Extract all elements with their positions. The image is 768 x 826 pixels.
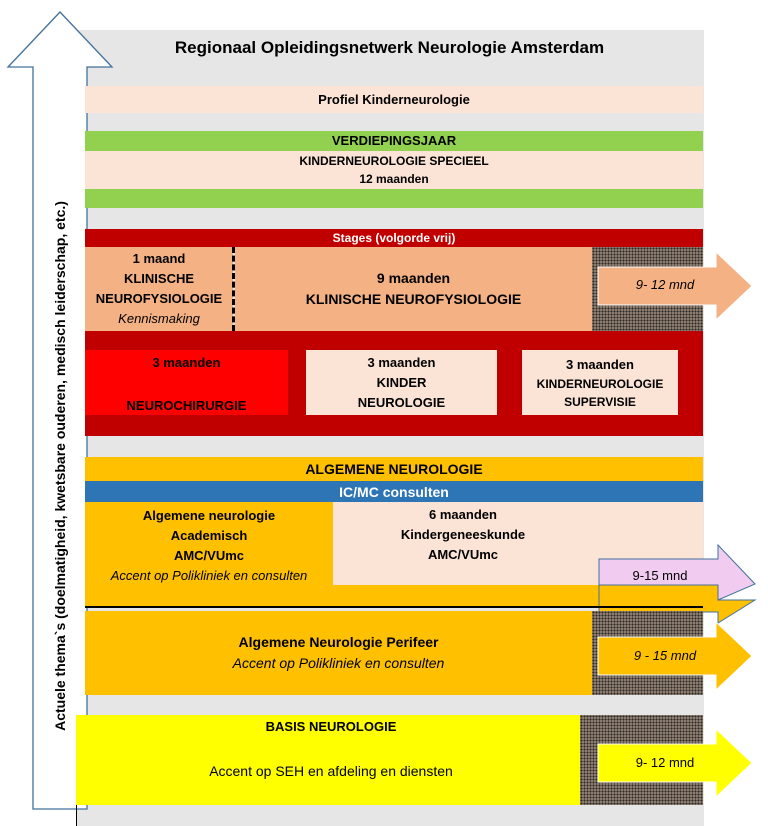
neurochirurgie-label: NEUROCHIRURGIE — [126, 398, 247, 413]
perifeer-line1: Algemene Neurologie Perifeer — [238, 634, 439, 650]
neurochirurgie-box: 3 maanden NEUROCHIRURGIE — [85, 350, 288, 415]
academisch-box: Algemene neurologie Academisch AMC/VUmc … — [85, 503, 333, 588]
basis-note: Accent op SEH en afdeling en diensten — [209, 762, 453, 779]
basis-arrow-icon — [597, 727, 753, 799]
stages-arrow-icon — [597, 250, 753, 322]
profile-band: Profiel Kinderneurologie — [85, 86, 703, 113]
verdiepingsjaar-line1: KINDERNEUROLOGIE SPECIEEL — [299, 154, 489, 168]
kindergeneeskunde-line1: Kindergeneeskunde — [400, 527, 526, 542]
verdiepingsjaar-line2: 12 maanden — [359, 172, 429, 186]
section-divider-line — [85, 606, 703, 608]
verdiepingsjaar-header: VERDIEPINGSJAAR — [85, 131, 703, 151]
perifeer-note: Accent op Polikliniek en consulten — [232, 655, 445, 671]
perifeer-arrow-label: 9 - 15 mnd — [633, 648, 697, 663]
page-title: Regionaal Opleidingsnetwerk Neurologie A… — [174, 38, 605, 57]
verdiepingsjaar-footer — [85, 189, 703, 208]
kindergeneeskunde-duration: 6 maanden — [429, 507, 497, 522]
verdiepingsjaar-box: KINDERNEUROLOGIE SPECIEEL 12 maanden — [85, 151, 703, 189]
klinische-long-duration: 9 maanden — [376, 270, 451, 286]
bottom-axis-line — [76, 805, 77, 826]
supervisie-box: 3 maanden KINDERNEUROLOGIE SUPERVISIE — [522, 350, 678, 415]
kinderneurologie-box: 3 maanden KINDER NEUROLOGIE — [306, 350, 497, 415]
algemene-arrow-label: 9-15 mnd — [632, 568, 688, 583]
academisch-line1: Algemene neurologie — [142, 507, 276, 523]
klinische-short-box: 1 maand KLINISCHE NEUROFYSIOLOGIE Kennis… — [85, 247, 233, 331]
klinische-short-line2: NEUROFYSIOLOGIE — [95, 291, 223, 306]
algemene-header: ALGEMENE NEUROLOGIE — [85, 457, 703, 481]
academisch-note: Accent op Polikliniek en consulten — [110, 567, 308, 583]
neurochirurgie-duration: 3 maanden — [152, 355, 221, 370]
left-arrow-icon — [6, 11, 114, 810]
supervisie-duration: 3 maanden — [566, 356, 634, 372]
klinische-short-line1: KLINISCHE — [123, 271, 195, 286]
supervisie-line2: SUPERVISIE — [564, 394, 636, 409]
stages-header: Stages (volgorde vrij) — [85, 229, 703, 247]
academisch-line3: AMC/VUmc — [173, 547, 245, 563]
kindergeneeskunde-text: 6 maanden Kindergeneeskunde AMC/VUmc — [333, 502, 593, 568]
klinische-short-duration: 1 maand — [132, 251, 186, 266]
kinderneurologie-line1: KINDER — [376, 374, 427, 390]
stages-arrow-label: 9- 12 mnd — [635, 277, 695, 292]
perifeer-text: Algemene Neurologie Perifeer Accent op P… — [85, 611, 592, 695]
consults-band: IC/MC consulten — [85, 481, 703, 502]
basis-arrow-label: 9- 12 mnd — [635, 755, 695, 770]
kinderneurologie-duration: 3 maanden — [367, 354, 436, 370]
dashed-divider — [232, 247, 235, 331]
basis-header: BASIS NEUROLOGIE — [265, 719, 397, 734]
klinische-long-line1: KLINISCHE NEUROFYSIOLOGIE — [305, 291, 522, 307]
kindergeneeskunde-line2: AMC/VUmc — [427, 547, 499, 562]
kinderneurologie-line2: NEUROLOGIE — [357, 394, 446, 410]
klinische-long-box: 9 maanden KLINISCHE NEUROFYSIOLOGIE — [235, 247, 592, 331]
supervisie-line1: KINDERNEUROLOGIE — [536, 376, 664, 391]
klinische-short-note: Kennismaking — [118, 311, 200, 326]
academisch-line2: Academisch — [170, 527, 248, 543]
perifeer-arrow-icon — [597, 620, 753, 692]
